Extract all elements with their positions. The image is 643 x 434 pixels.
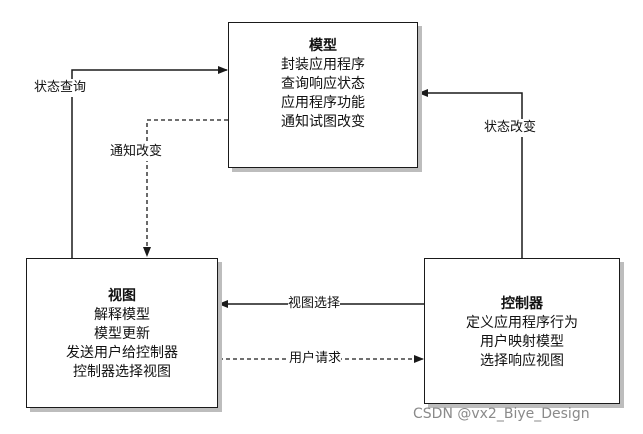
controller-line: 用户映射模型	[480, 334, 564, 350]
view-box: 视图 解释模型 模型更新 发送用户给控制器 控制器选择视图	[26, 258, 218, 408]
controller-line: 选择响应视图	[480, 353, 564, 369]
state-query-label: 状态查询	[34, 79, 87, 97]
state-query-arrow	[71, 66, 228, 258]
view-select-label: 视图选择	[288, 295, 341, 313]
view-line: 控制器选择视图	[73, 364, 171, 380]
model-line: 通知试图改变	[281, 114, 365, 130]
model-line: 封装应用程序	[281, 57, 365, 73]
view-line: 解释模型	[94, 307, 150, 323]
user-request-label: 用户请求	[289, 350, 342, 368]
controller-line: 定义应用程序行为	[466, 315, 578, 331]
state-change-arrow	[418, 89, 523, 258]
view-line: 模型更新	[94, 326, 150, 342]
view-title: 视图	[108, 288, 136, 304]
view-line: 发送用户给控制器	[66, 345, 178, 361]
controller-box: 控制器 定义应用程序行为 用户映射模型 选择响应视图	[424, 258, 620, 404]
model-title: 模型	[309, 38, 337, 54]
notify-change-arrow	[143, 119, 228, 257]
state-change-label: 状态改变	[484, 119, 537, 137]
controller-title: 控制器	[501, 296, 543, 312]
model-line: 查询响应状态	[281, 76, 365, 92]
model-box: 模型 封装应用程序 查询响应状态 应用程序功能 通知试图改变	[228, 22, 418, 168]
model-line: 应用程序功能	[281, 95, 365, 111]
notify-change-label: 通知改变	[110, 143, 163, 161]
watermark: CSDN @vx2_Biye_Design	[413, 406, 590, 422]
